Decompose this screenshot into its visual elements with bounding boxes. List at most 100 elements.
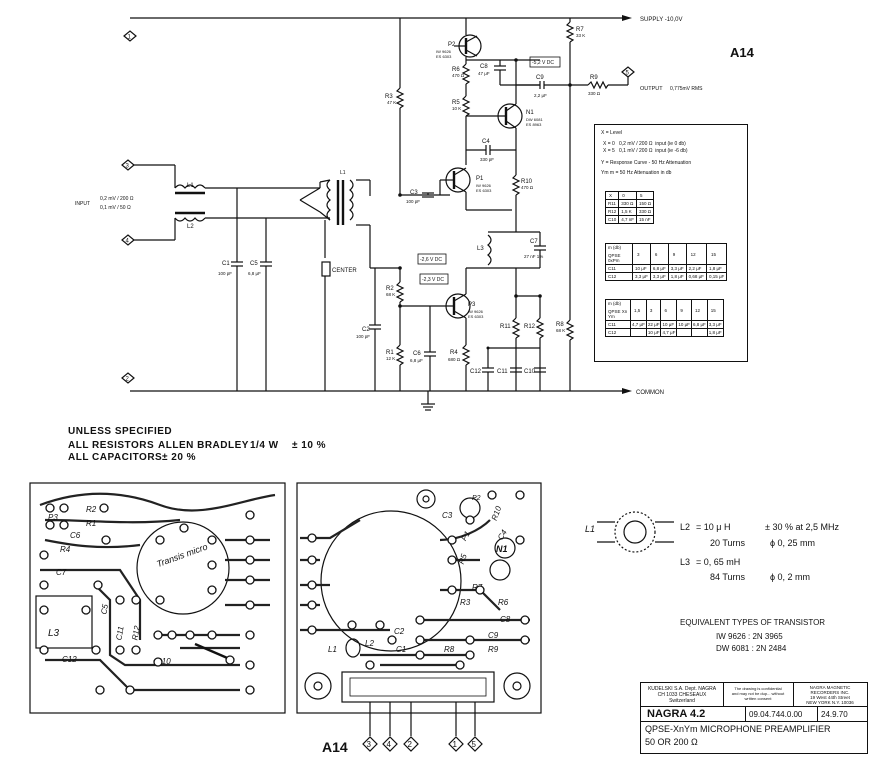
schematic: SUPPLY -10,0V COMMON 1 5 3 4 2 (75, 15, 755, 411)
svg-text:R1: R1 (386, 350, 394, 356)
svg-text:L3: L3 (48, 628, 60, 639)
svg-text:C12: C12 (62, 655, 77, 664)
input-level-200: 0,2 mV / 200 Ω (100, 196, 134, 202)
svg-text:C5: C5 (99, 603, 110, 615)
svg-text:10 K: 10 K (452, 106, 461, 111)
svg-text:4: 4 (126, 239, 130, 245)
supply-label: SUPPLY -10,0V (640, 17, 682, 23)
svg-text:6,8 μF: 6,8 μF (248, 271, 261, 276)
svg-text:6,8 μF: 6,8 μF (410, 358, 423, 363)
svg-text:R12: R12 (524, 324, 536, 330)
svg-text:3: 3 (126, 164, 130, 170)
coil-l3-value: = 0, 65 mH (696, 557, 740, 567)
title-drawing-no: 09.04.744.0.00 (749, 710, 803, 719)
svg-text:R12: R12 (130, 624, 142, 641)
title-company-left: KUDELSKI S.A. Dept. NAGRA CH 1033 CHESEA… (647, 686, 717, 704)
svg-text:IW 9626: IW 9626 (436, 49, 452, 54)
coil-l2-value: = 10 μ H (696, 522, 730, 532)
note-resistors-tol: ± 10 % (292, 440, 327, 451)
note-resistors-brand: ALLEN BRADLEY (158, 440, 249, 451)
svg-text:R7: R7 (576, 27, 584, 33)
svg-text:2,2 μF: 2,2 μF (534, 93, 547, 98)
center-label: CENTER (332, 268, 357, 274)
svg-text:R4: R4 (450, 350, 458, 356)
terminal-4: 4 (121, 234, 135, 246)
svg-text:ES 6303: ES 6303 (476, 188, 492, 193)
voltage-emitter-p3: -2,3 V DC (422, 277, 444, 283)
note-resistors-label: ALL RESISTORS (68, 440, 155, 451)
transistor-p1: P1 IW 9626 ES 6303 (439, 167, 492, 195)
svg-text:R8: R8 (444, 645, 455, 654)
svg-text:C4: C4 (496, 528, 509, 542)
svg-text:68 K: 68 K (556, 328, 565, 333)
coil-l2-turns: 20 Turns (710, 538, 746, 548)
board-id-top: A14 (730, 45, 755, 60)
svg-text:DW 6081: DW 6081 (526, 117, 543, 122)
output-level: 0,775mV RMS (670, 86, 703, 92)
voltage-n1-collector: -5,2 V DC (532, 60, 554, 66)
connector-pin-4: 4 (382, 736, 398, 752)
terminal-5: 5 (621, 66, 635, 78)
svg-text:R9: R9 (488, 645, 499, 654)
input-transformer: L1 CENTER (299, 170, 400, 391)
equivalent-row-2: DW 6081 : 2N 2484 (716, 644, 787, 653)
svg-text:47 μF: 47 μF (478, 71, 490, 76)
svg-text:1: 1 (453, 740, 458, 749)
svg-text:C6: C6 (413, 351, 421, 357)
svg-text:R4: R4 (60, 545, 71, 554)
output-label: OUTPUT (640, 86, 663, 92)
svg-text:R2: R2 (386, 286, 394, 292)
svg-text:ES 8963: ES 8963 (526, 122, 542, 127)
legend-level: X = Level (601, 130, 622, 136)
svg-text:C10: C10 (156, 657, 171, 666)
svg-text:C8: C8 (500, 615, 511, 624)
svg-text:P3: P3 (48, 513, 58, 522)
connector-pin-1: 1 (448, 736, 464, 752)
note-capacitors-label: ALL CAPACITORS (68, 452, 163, 463)
legend-rows: X = 0 0,2 mV / 200 Ω input (ie 0 db) X =… (603, 141, 688, 154)
voltage-base-p3: -2,6 V DC (420, 257, 442, 263)
common-label: COMMON (636, 390, 664, 396)
svg-text:R9: R9 (590, 75, 598, 81)
legend-y: Y = Response Curve - 50 Hz Attenuation (601, 160, 692, 166)
input-level-50: 0,1 mV / 50 Ω (100, 205, 131, 211)
note-resistors-rating: 1/4 W (250, 440, 279, 451)
title-sub: 50 OR 200 Ω (645, 737, 698, 747)
svg-text:100 pF: 100 pF (356, 334, 370, 339)
pcb-transis-micro: Transis micro (155, 541, 209, 569)
svg-text:C11: C11 (497, 369, 508, 375)
svg-text:IW 9626: IW 9626 (468, 309, 484, 314)
svg-text:R6: R6 (452, 67, 460, 73)
table-x-values: X 0 5 R11 330 Ω 150 Ω R12 1,5 K 330 Ω C1… (604, 191, 655, 224)
transistor-p2: P2 IW 9626 ES 6303 (436, 18, 482, 59)
title-company-right: NAGRA MAGNETIC RECORDERS INC. 19 West 44… (806, 685, 854, 705)
svg-text:3: 3 (367, 740, 372, 749)
svg-text:2: 2 (408, 740, 413, 749)
svg-text:100 pF: 100 pF (218, 271, 232, 276)
choke-l1-l2: L1 L2 (174, 165, 330, 240)
coil-l1: L1 (585, 524, 595, 534)
svg-text:C10: C10 (524, 369, 536, 375)
input-label: INPUT (75, 201, 90, 207)
svg-text:C6: C6 (70, 531, 81, 540)
coil-l2-tol: ± 30 % at 2,5 MHz (765, 522, 839, 532)
title-notice: The drawing is confidential and may not … (731, 686, 785, 701)
coil-l3-wire: ϕ 0, 2 mm (770, 572, 810, 582)
svg-text:C1: C1 (222, 261, 230, 267)
svg-text:330 Ω: 330 Ω (588, 91, 601, 96)
svg-text:C11: C11 (114, 626, 125, 641)
svg-text:2: 2 (126, 377, 130, 383)
svg-text:470 Ω: 470 Ω (452, 73, 465, 78)
selection-table-box: X = Level X = 0 0,2 mV / 200 Ω input (ie… (594, 124, 748, 362)
board-id-bottom: A14 (322, 739, 348, 755)
title-date: 24.9.70 (821, 710, 848, 719)
transistor-n1: N1 DW 6081 ES 8963 (466, 60, 543, 129)
svg-text:L3: L3 (477, 246, 484, 252)
equivalent-row-1: IW 9626 : 2N 3965 (716, 632, 783, 641)
svg-text:C7: C7 (56, 568, 67, 577)
title-model: NAGRA 4.2 (647, 708, 706, 720)
equivalents-block: EQUIVALENT TYPES OF TRANSISTOR IW 9626 :… (680, 618, 825, 653)
svg-text:N1: N1 (496, 544, 508, 554)
svg-text:C12: C12 (470, 369, 482, 375)
